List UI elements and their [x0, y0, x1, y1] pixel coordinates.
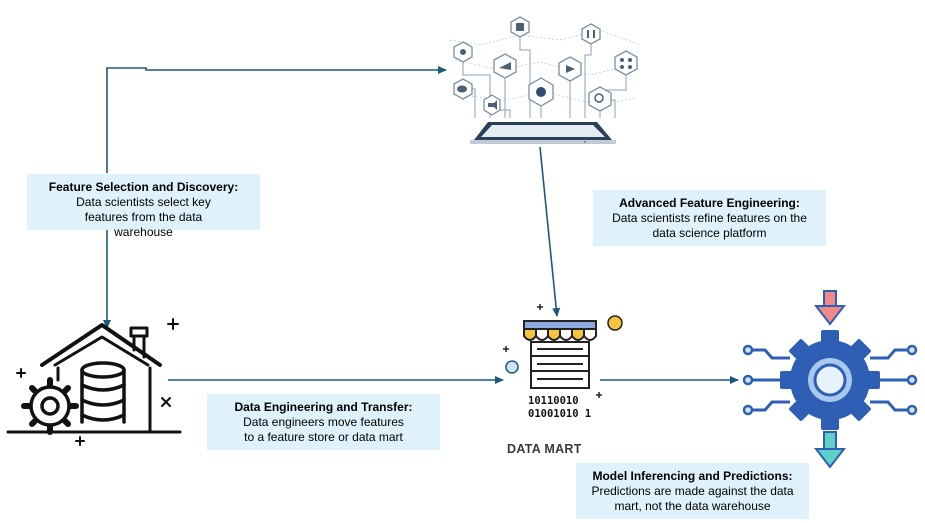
data-mart-storefront-icon: 10110010 01001010 1: [503, 304, 623, 420]
callout-advanced-engineering-title: Advanced Feature Engineering:: [619, 196, 800, 210]
callout-model-inferencing-title: Model Inferencing and Predictions:: [592, 469, 793, 483]
input-arrow-icon: [813, 290, 847, 326]
callout-model-inferencing-body: Predictions are made against the data ma…: [591, 484, 794, 513]
arrow-warehouse-to-platform: [106, 66, 447, 173]
output-arrow-icon: [813, 431, 847, 469]
data-science-platform-tablet-icon: [449, 16, 641, 144]
model-gear-circuit-icon: [742, 290, 918, 469]
data-mart-binary-line-2: 01001010 1: [528, 408, 591, 420]
callout-data-engineering: Data Engineering and Transfer: Data engi…: [207, 394, 440, 450]
callout-advanced-engineering: Advanced Feature Engineering: Data scien…: [593, 190, 826, 246]
arrow-platform-to-datamart: [539, 146, 561, 317]
callout-advanced-engineering-body: Data scientists refine features on the d…: [612, 211, 807, 240]
warehouse-gear-database-icon: [6, 318, 182, 446]
data-mart-binary-line-1: 10110010: [528, 395, 579, 407]
data-mart-label: DATA MART: [507, 442, 582, 456]
callout-feature-selection: Feature Selection and Discovery: Data sc…: [27, 174, 260, 239]
callout-data-engineering-title: Data Engineering and Transfer:: [234, 400, 413, 414]
callout-data-engineering-body: Data engineers move features to a featur…: [243, 415, 404, 444]
callout-feature-selection-title: Feature Selection and Discovery:: [48, 180, 239, 194]
callout-feature-selection-body: Data scientists select key features from…: [76, 195, 211, 239]
connectors: [103, 66, 739, 384]
callout-model-inferencing: Model Inferencing and Predictions: Predi…: [576, 463, 809, 519]
